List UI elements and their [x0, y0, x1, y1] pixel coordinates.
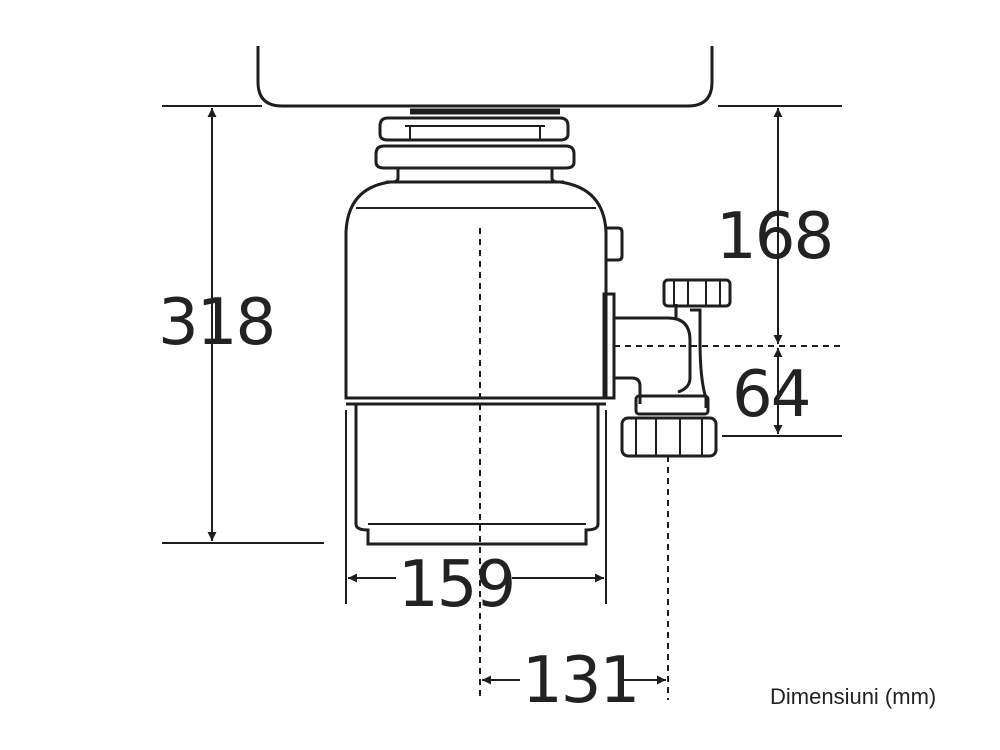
dimension-outlet-height: 64: [732, 358, 809, 432]
disposer-body: [344, 180, 624, 700]
dimension-arrows: [207, 108, 783, 685]
sink-bowl: [256, 46, 714, 108]
dimension-upper-height: 168: [716, 200, 832, 274]
dimension-outlet-offset: 131: [522, 644, 638, 718]
mounting-ring: [374, 116, 576, 184]
dimension-body-width: 159: [398, 548, 514, 622]
dimension-total-height: 318: [158, 286, 274, 360]
outlet-pipe: [614, 278, 732, 700]
extension-lines: [162, 105, 842, 604]
units-caption: Dimensiuni (mm): [770, 684, 937, 709]
